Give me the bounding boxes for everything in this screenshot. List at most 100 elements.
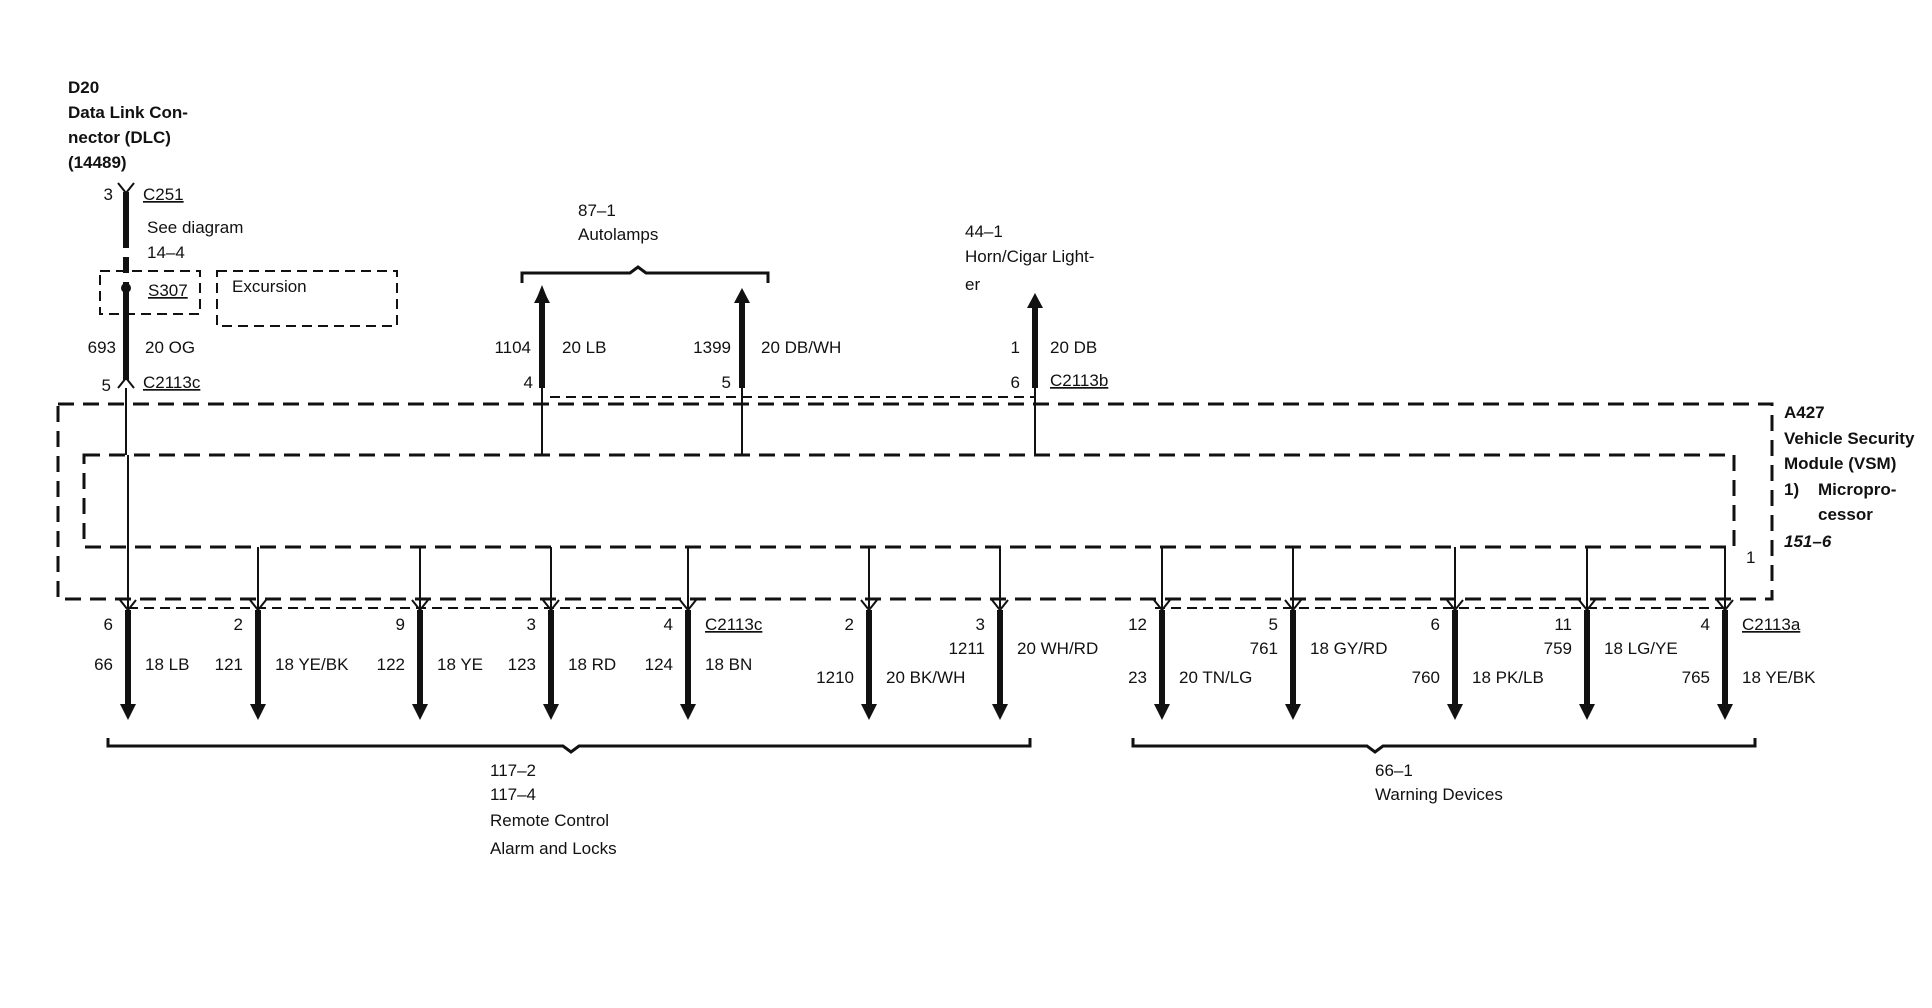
dlc-pin-bottom: 5 [102,376,111,395]
autolamps-label: Autolamps [578,225,658,244]
remote-label-line2: Alarm and Locks [490,839,617,858]
bottom-wire-arrowhead-icon [250,704,266,720]
vsm-outer-box [56,402,1774,601]
bottom-wire-11: 11 759 18 LG/YE [1544,547,1678,720]
dlc-circuit: 693 [88,338,116,357]
bottom-wire-2: 2 121 18 YE/BK [215,547,349,720]
excursion-label: Excursion [232,277,307,296]
autolamps-right-circuit: 1399 [693,338,731,357]
horn-ref: 44–1 [965,222,1003,241]
bottom-wire-color: 18 GY/RD [1310,639,1387,658]
dlc-id: D20 [68,78,99,97]
excursion-box [216,270,398,327]
bottom-connector-a: C2113a [1742,615,1801,634]
bottom-wire-pin: 2 [845,615,854,634]
bottom-wire-color: 18 YE [437,655,483,674]
dlc-connector-lower-fork-icon [117,376,135,389]
dlc-connector-fork-icon [117,182,135,195]
bottom-wire-circuit: 1210 [816,668,854,687]
bottom-wire-circuit: 123 [508,655,536,674]
bottom-wire-color: 20 TN/LG [1179,668,1252,687]
vsm-module: A427 Vehicle Security Module (VSM) 1) Mi… [56,402,1915,601]
bottom-wire-3: 9 122 18 YE [377,547,483,720]
bottom-wire-arrowhead-icon [1579,704,1595,720]
bottom-wire-color: 18 PK/LB [1472,668,1544,687]
bottom-wire-circuit: 122 [377,655,405,674]
vsm-name-line1: Vehicle Security [1784,429,1915,448]
horn-circuit: 1 [1011,338,1020,357]
bottom-wire-circuit: 23 [1128,668,1147,687]
dlc-wire-color: 20 OG [145,338,195,357]
warning-brace [1131,738,1757,754]
bottom-wire-circuit: 121 [215,655,243,674]
dlc-name-line2: nector (DLC) [68,128,171,147]
remote-brace [106,738,1032,754]
dlc-pin-top: 3 [104,185,113,204]
autolamps-left-arrowhead-icon [534,288,550,303]
microprocessor-box [82,453,1736,549]
bottom-wire-arrowhead-icon [861,704,877,720]
bottom-wire-circuit: 124 [645,655,673,674]
bottom-wire-5: 4 124 18 BN [645,547,752,720]
splice-dot-icon [121,283,131,293]
autolamps-left-circuit: 1104 [494,338,531,357]
bottom-wire-arrowhead-icon [1154,704,1170,720]
bottom-wire-color: 18 RD [568,655,616,674]
bottom-wire-circuit: 760 [1412,668,1440,687]
bottom-wire-pin: 2 [234,615,243,634]
bottom-wire-arrowhead-icon [412,704,428,720]
horn-label-line2: er [965,275,980,294]
bottom-wire-pin: 3 [527,615,536,634]
bottom-wire-color: 20 WH/RD [1017,639,1098,658]
vsm-inner-pin: 1 [1746,548,1755,567]
bottom-wire-4: 3 123 18 RD [508,547,616,720]
bottom-connector-c: C2113c [705,615,763,634]
vsm-id: A427 [1784,403,1825,422]
bottom-wire-circuit: 759 [1544,639,1572,658]
remote-ref2: 117–4 [490,785,536,804]
bottom-wire-pin: 9 [396,615,405,634]
bottom-wire-arrowhead-icon [992,704,1008,720]
bottom-wire-circuit: 66 [94,655,113,674]
bottom-wire-pin: 6 [104,615,113,634]
bottom-wire-color: 18 YE/BK [275,655,349,674]
bottom-wire-pin: 12 [1128,615,1147,634]
remote-label-line1: Remote Control [490,811,609,830]
bottom-wire-color: 18 YE/BK [1742,668,1816,687]
horn-connector: C2113b [1050,371,1108,390]
dlc-block: D20 Data Link Con- nector (DLC) (14489) … [68,78,398,455]
bottom-wire-pin: 4 [664,615,673,634]
dlc-see-line1: See diagram [147,218,243,237]
bottom-wire-pin: 4 [1701,615,1710,634]
horn-pin: 6 [1011,373,1020,392]
bottom-wire-circuit: 1211 [948,639,985,658]
dlc-connector-top: C251 [143,185,184,204]
autolamps-right-arrowhead-icon [734,288,750,303]
horn-label-line1: Horn/Cigar Light- [965,247,1094,266]
bottom-wire-circuit: 765 [1682,668,1710,687]
bottom-wire-color: 18 LG/YE [1604,639,1678,658]
horn-block: 44–1 Horn/Cigar Light- er 1 20 DB 6 C211… [965,222,1108,455]
bottom-wire-pin: 11 [1554,615,1572,634]
bottom-wire-color: 18 BN [705,655,752,674]
dlc-part: (14489) [68,153,127,172]
vsm-item-num: 1) [1784,480,1799,499]
autolamps-brace [520,265,770,283]
bottom-wire-arrowhead-icon [1717,704,1733,720]
autolamps-left-wire-color: 20 LB [562,338,606,357]
warning-block: 66–1 Warning Devices [1131,738,1757,804]
remote-ref1: 117–2 [490,761,536,780]
warning-ref: 66–1 [1375,761,1413,780]
vsm-item-line2: cessor [1818,505,1873,524]
dlc-see-line2: 14–4 [147,243,185,262]
bottom-wire-color: 18 LB [145,655,189,674]
bottom-wire-pin: 5 [1269,615,1278,634]
bottom-wire-arrowhead-icon [1447,704,1463,720]
vsm-ref: 151–6 [1784,532,1832,551]
splice-label: S307 [148,281,188,300]
autolamps-block: 87–1 Autolamps 1104 20 LB 4 1399 20 DB/W… [494,201,1035,455]
